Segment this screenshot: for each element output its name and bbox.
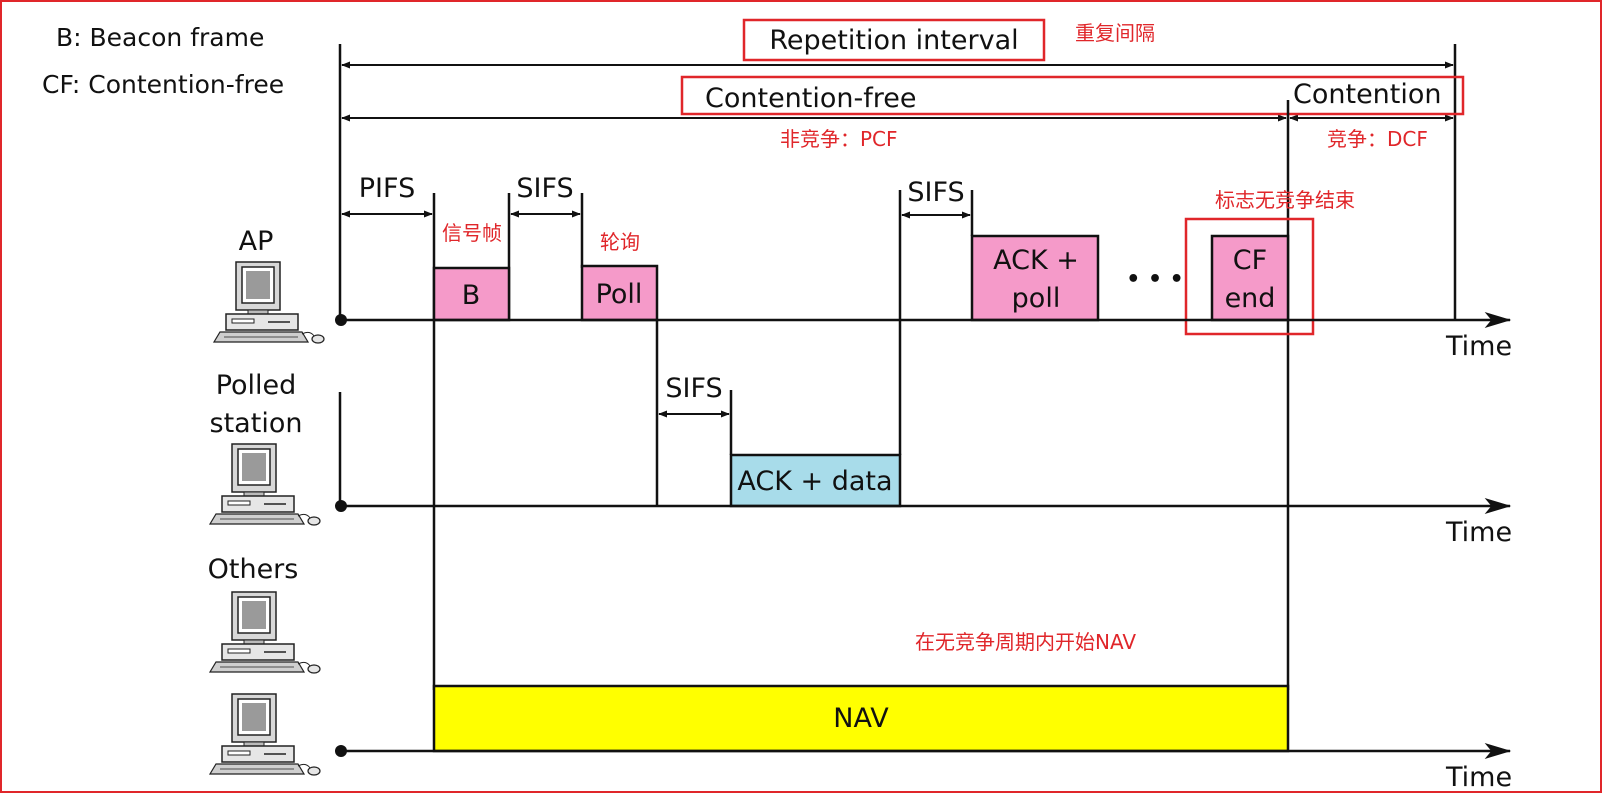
beacon-cn-label: 信号帧 (442, 221, 502, 245)
sifs-label-1: SIFS (516, 173, 573, 204)
repetition-interval-label: Repetition interval (769, 25, 1018, 56)
ap-label: AP (239, 226, 274, 257)
ap-time-label: Time (1445, 331, 1512, 362)
legend-contention-free: CF: Contention-free (42, 70, 284, 99)
ack-poll-label-line1: ACK + (993, 245, 1079, 276)
repetition-interval-box (742, 18, 1046, 62)
pcf-cn-label: 非竞争：PCF (780, 127, 898, 151)
pifs-label: PIFS (359, 173, 415, 204)
polled-station-label-line1: Polled (216, 370, 297, 401)
poll-frame-label: Poll (596, 279, 643, 310)
nav-bar (432, 684, 1290, 753)
polled-axis-origin (335, 500, 347, 512)
contention-box (680, 75, 1465, 116)
nav-label: NAV (833, 703, 889, 734)
beacon-frame-label: B (462, 280, 481, 311)
others-computer-icon-2 (209, 693, 321, 776)
contention-free-label: Contention-free (705, 83, 917, 114)
contention-label: Contention (1293, 79, 1442, 110)
others-axis-origin (335, 745, 347, 757)
cf-end-label-line1: CF (1233, 245, 1267, 276)
cf-end-frame (1210, 234, 1290, 322)
cf-end-cn-label: 标志无竞争结束 (1215, 188, 1355, 212)
legend-beacon: B: Beacon frame (56, 23, 264, 52)
others-label: Others (208, 554, 299, 585)
sifs-label-3: SIFS (907, 177, 964, 208)
ap-computer-icon (213, 261, 325, 344)
cf-end-highlight-box (1184, 217, 1315, 336)
ap-axis-origin (335, 314, 347, 326)
ack-poll-label-line2: poll (1012, 283, 1061, 314)
others-time-label: Time (1445, 762, 1512, 793)
ellipsis-dots: • • • (1126, 267, 1184, 292)
repetition-interval-cn: 重复间隔 (1075, 21, 1155, 45)
others-computer-icon (209, 591, 321, 674)
sifs-label-2: SIFS (665, 373, 722, 404)
dcf-cn-label: 竞争：DCF (1327, 127, 1428, 151)
poll-cn-label: 轮询 (600, 230, 640, 254)
polled-station-label-line2: station (210, 408, 303, 439)
nav-cn-label: 在无竞争周期内开始NAV (915, 630, 1136, 654)
polled-time-label: Time (1445, 517, 1512, 548)
ack-data-label: ACK + data (737, 466, 892, 497)
cf-end-label-line2: end (1225, 283, 1276, 314)
polled-station-computer-icon (209, 443, 321, 526)
